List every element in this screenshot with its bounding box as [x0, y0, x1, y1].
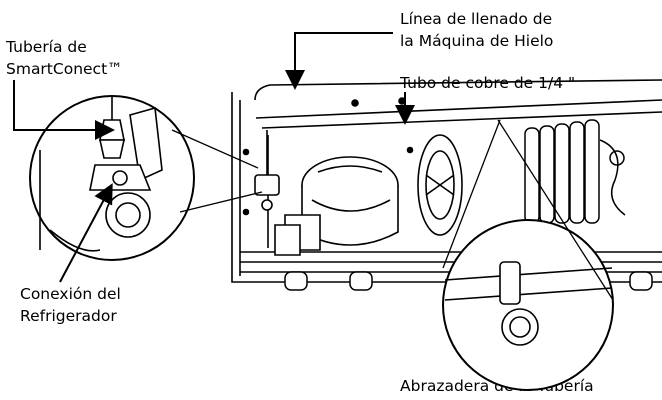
ice-maker-fill-line-label-line2: la Máquina de Hielo	[400, 32, 554, 50]
smartconnect-tubing-label: Tubería de SmartConect™	[6, 36, 123, 80]
condenser-fan	[417, 134, 463, 236]
clamp-magnifier	[442, 219, 614, 391]
compressor	[274, 156, 399, 256]
ice-maker-fill-line-label-line1: Línea de llenado de	[400, 10, 553, 28]
smartconnect-tubing-label-line2: SmartConect™	[6, 60, 123, 78]
connection-magnifier	[29, 95, 195, 261]
ice-maker-fill-line-label: Línea de llenado de la Máquina de Hielo	[400, 8, 553, 52]
smartconnect-tubing-label-line1: Tubería de	[6, 38, 87, 56]
refrigerator-connection-label: Conexión del Refrigerador	[20, 283, 121, 327]
magnifier-leader-lines	[171, 119, 614, 301]
callout-arrows	[13, 32, 415, 283]
water-valve	[254, 130, 280, 211]
condenser-coil	[524, 119, 626, 224]
refrigerator-connection-label-line1: Conexión del	[20, 285, 121, 303]
refrigerator-connection-label-line2: Refrigerador	[20, 307, 117, 325]
